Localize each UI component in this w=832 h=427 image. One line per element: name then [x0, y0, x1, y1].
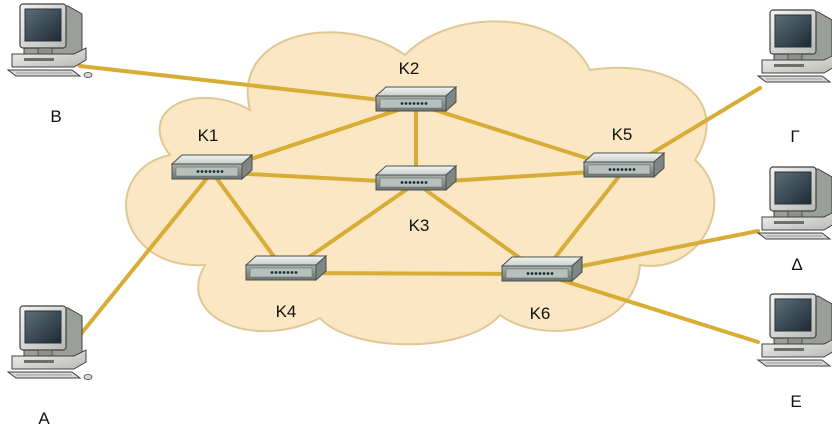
node-label-k4: K4 [276, 302, 297, 321]
node-label-e: E [790, 392, 801, 411]
switch-icon [375, 165, 457, 191]
node-label-b: B [50, 107, 61, 126]
switch-k2: K2 [375, 59, 457, 112]
link-a-k1 [74, 170, 214, 342]
node-label-k2: K2 [399, 59, 420, 78]
node-label-a: A [38, 409, 50, 427]
switch-k3: K3 [375, 165, 457, 235]
computer-a: A [7, 305, 93, 427]
switch-icon [583, 152, 665, 178]
switch-icon [501, 256, 583, 282]
computer-icon [757, 293, 832, 369]
switch-icon [171, 154, 253, 180]
switch-k6: K6 [501, 256, 583, 323]
link-e-k6 [540, 272, 760, 344]
computer-icon [7, 305, 93, 381]
switch-k1: K1 [171, 126, 253, 180]
switch-k5: K5 [583, 125, 665, 178]
computer-g: Γ [757, 9, 832, 146]
node-label-g: Γ [790, 127, 799, 146]
node-label-d: Δ [791, 255, 802, 274]
link-k4-k6 [284, 271, 544, 276]
computer-b: B [7, 3, 93, 126]
computer-icon [757, 9, 832, 85]
node-label-k6: K6 [530, 304, 551, 323]
computer-d: Δ [757, 166, 832, 274]
node-label-k5: K5 [612, 125, 633, 144]
link-b-k2 [78, 64, 418, 106]
switch-k4: K4 [245, 255, 327, 321]
computer-e: E [757, 293, 832, 411]
switch-icon [245, 255, 327, 281]
switch-icon [375, 86, 457, 112]
computer-icon [757, 166, 832, 242]
node-label-k3: K3 [409, 216, 430, 235]
node-label-k1: K1 [198, 126, 219, 145]
